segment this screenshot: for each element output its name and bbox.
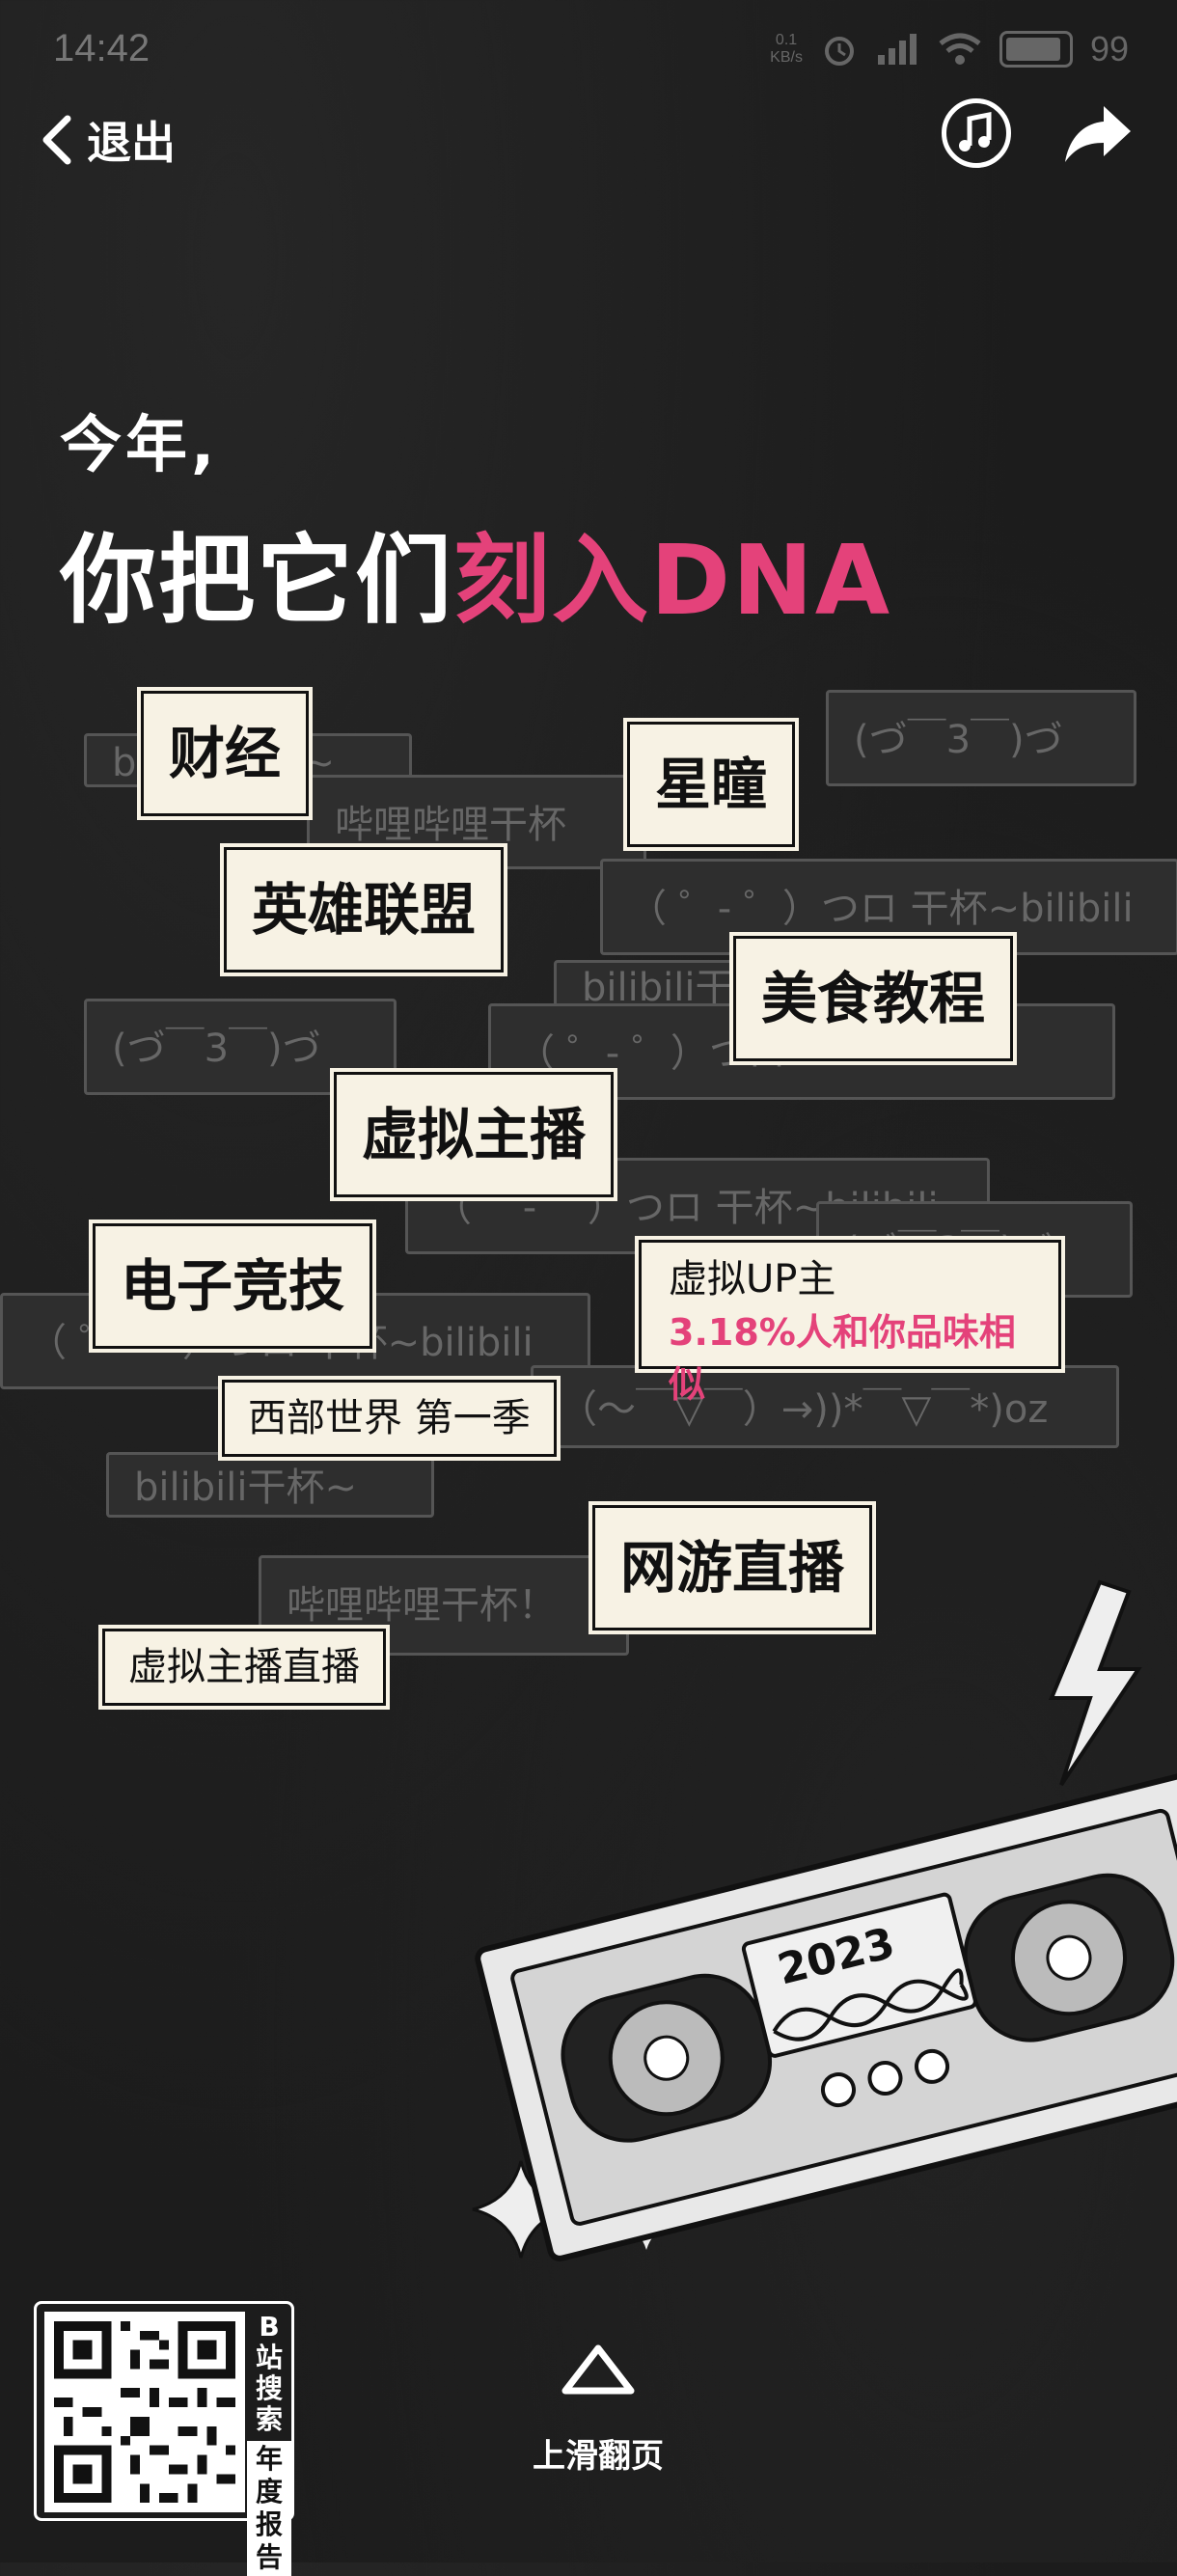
tag-mmo-live: 网游直播 [592, 1505, 873, 1631]
up-card: 虚拟UP主 3.18%人和你品味相似 [639, 1240, 1061, 1406]
status-bar: 14:42 0.1 KB/s 99 [0, 0, 1177, 96]
status-time: 14:42 [53, 27, 151, 69]
headline-line2: 你把它们刻入DNA [60, 502, 891, 642]
music-button[interactable] [942, 98, 1011, 168]
cassette-illustration: 2023 [472, 1579, 1177, 2261]
tag-vtuber-live: 虚拟主播直播 [102, 1629, 386, 1706]
battery-percent: 99 [1089, 29, 1129, 69]
tag-vtuber: 虚拟主播 [334, 1072, 615, 1197]
headline-pink: 刻入DNA [453, 524, 892, 637]
qr-code [44, 2312, 245, 2512]
swipe-up-label: 上滑翻页 [533, 2437, 664, 2476]
danmaku-item: (づ￣3￣)づ [826, 690, 1136, 786]
status-icons: 0.1 KB/s 99 [770, 29, 1129, 69]
qr-block: B站搜索 年度报告 [34, 2301, 294, 2576]
network-speed: 0.1 KB/s [770, 32, 803, 67]
up-card-subtitle: 3.18%人和你品味相似 [669, 1311, 1016, 1406]
network-speed-value: 0.1 [775, 32, 798, 48]
signal-icon [877, 34, 917, 65]
tag-finance: 财经 [141, 691, 310, 816]
danmaku-item: bilibili干杯~ [554, 960, 747, 1010]
chevron-left-icon [42, 115, 71, 165]
swipe-up-hint[interactable]: 上滑翻页 [521, 2344, 675, 2477]
danmaku-item: bilibili干杯~ [106, 1452, 434, 1518]
up-card-title: 虚拟UP主 [669, 1257, 836, 1302]
tag-esports: 电子竞技 [93, 1223, 373, 1349]
top-nav: 退出 [0, 96, 1177, 203]
headline-line1: 今年, [60, 410, 219, 481]
qr-code-pattern [44, 2312, 245, 2512]
exit-label: 退出 [87, 117, 176, 169]
danmaku-item: 哔哩哔哩干杯！ [259, 1555, 629, 1656]
tag-westworld: 西部世界 第一季 [222, 1380, 557, 1457]
headline-white: 你把它们 [60, 524, 453, 637]
tag-food-tutorial: 美食教程 [733, 936, 1014, 1061]
search-label: B站搜索 [255, 2311, 283, 2435]
qr-side-labels: B站搜索 年度报告 [247, 2312, 291, 2576]
exit-button[interactable]: 退出 [39, 108, 176, 172]
report-label: 年度报告 [247, 2441, 291, 2576]
tag-xingtong: 星瞳 [627, 722, 796, 847]
chevron-up-icon [561, 2344, 635, 2395]
tag-lol: 英雄联盟 [224, 847, 505, 973]
network-speed-unit: KB/s [770, 49, 803, 66]
music-note-icon [959, 111, 992, 151]
wifi-icon [939, 33, 981, 65]
danmaku-item: （ ゜- ゜）つロ 干杯~bilibili [600, 859, 1177, 955]
battery-icon [999, 31, 1073, 68]
danmaku-item: （～￣▽￣）→))*￣▽￣*)oz [531, 1365, 1119, 1448]
share-icon[interactable] [1061, 102, 1135, 166]
alarm-icon [824, 37, 854, 66]
